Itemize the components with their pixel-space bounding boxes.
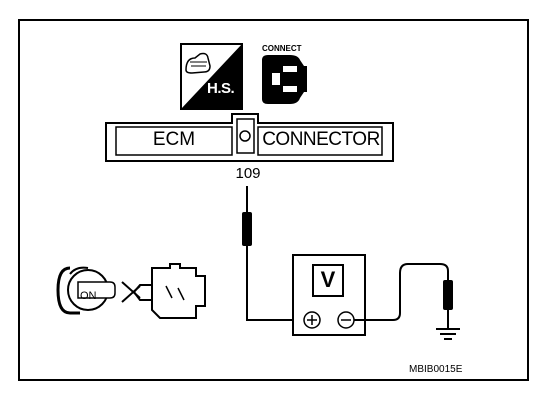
hs-icon-label: H.S.	[207, 80, 235, 97]
ecm-connector	[105, 113, 394, 162]
ground-icon	[436, 328, 460, 340]
ecm-label: ECM	[152, 129, 196, 150]
voltmeter-label: V	[320, 267, 336, 292]
ignition-on-label: ON	[80, 290, 97, 302]
reference-code: MBIB0015E	[409, 364, 463, 375]
ignition-key-icon	[56, 266, 116, 315]
hand-stamp-icon	[180, 43, 243, 110]
connector-label: CONNECTOR	[262, 129, 380, 150]
positive-probe	[242, 186, 306, 321]
terminal-pin	[239, 130, 251, 142]
engine-icon	[121, 263, 206, 319]
hand-icon	[185, 52, 211, 74]
connect-icon	[262, 55, 307, 104]
pin-number-label: 109	[235, 165, 261, 182]
connect-icon-label: CONNECT	[262, 44, 302, 53]
ground-probe	[354, 263, 453, 329]
voltmeter	[292, 254, 366, 336]
